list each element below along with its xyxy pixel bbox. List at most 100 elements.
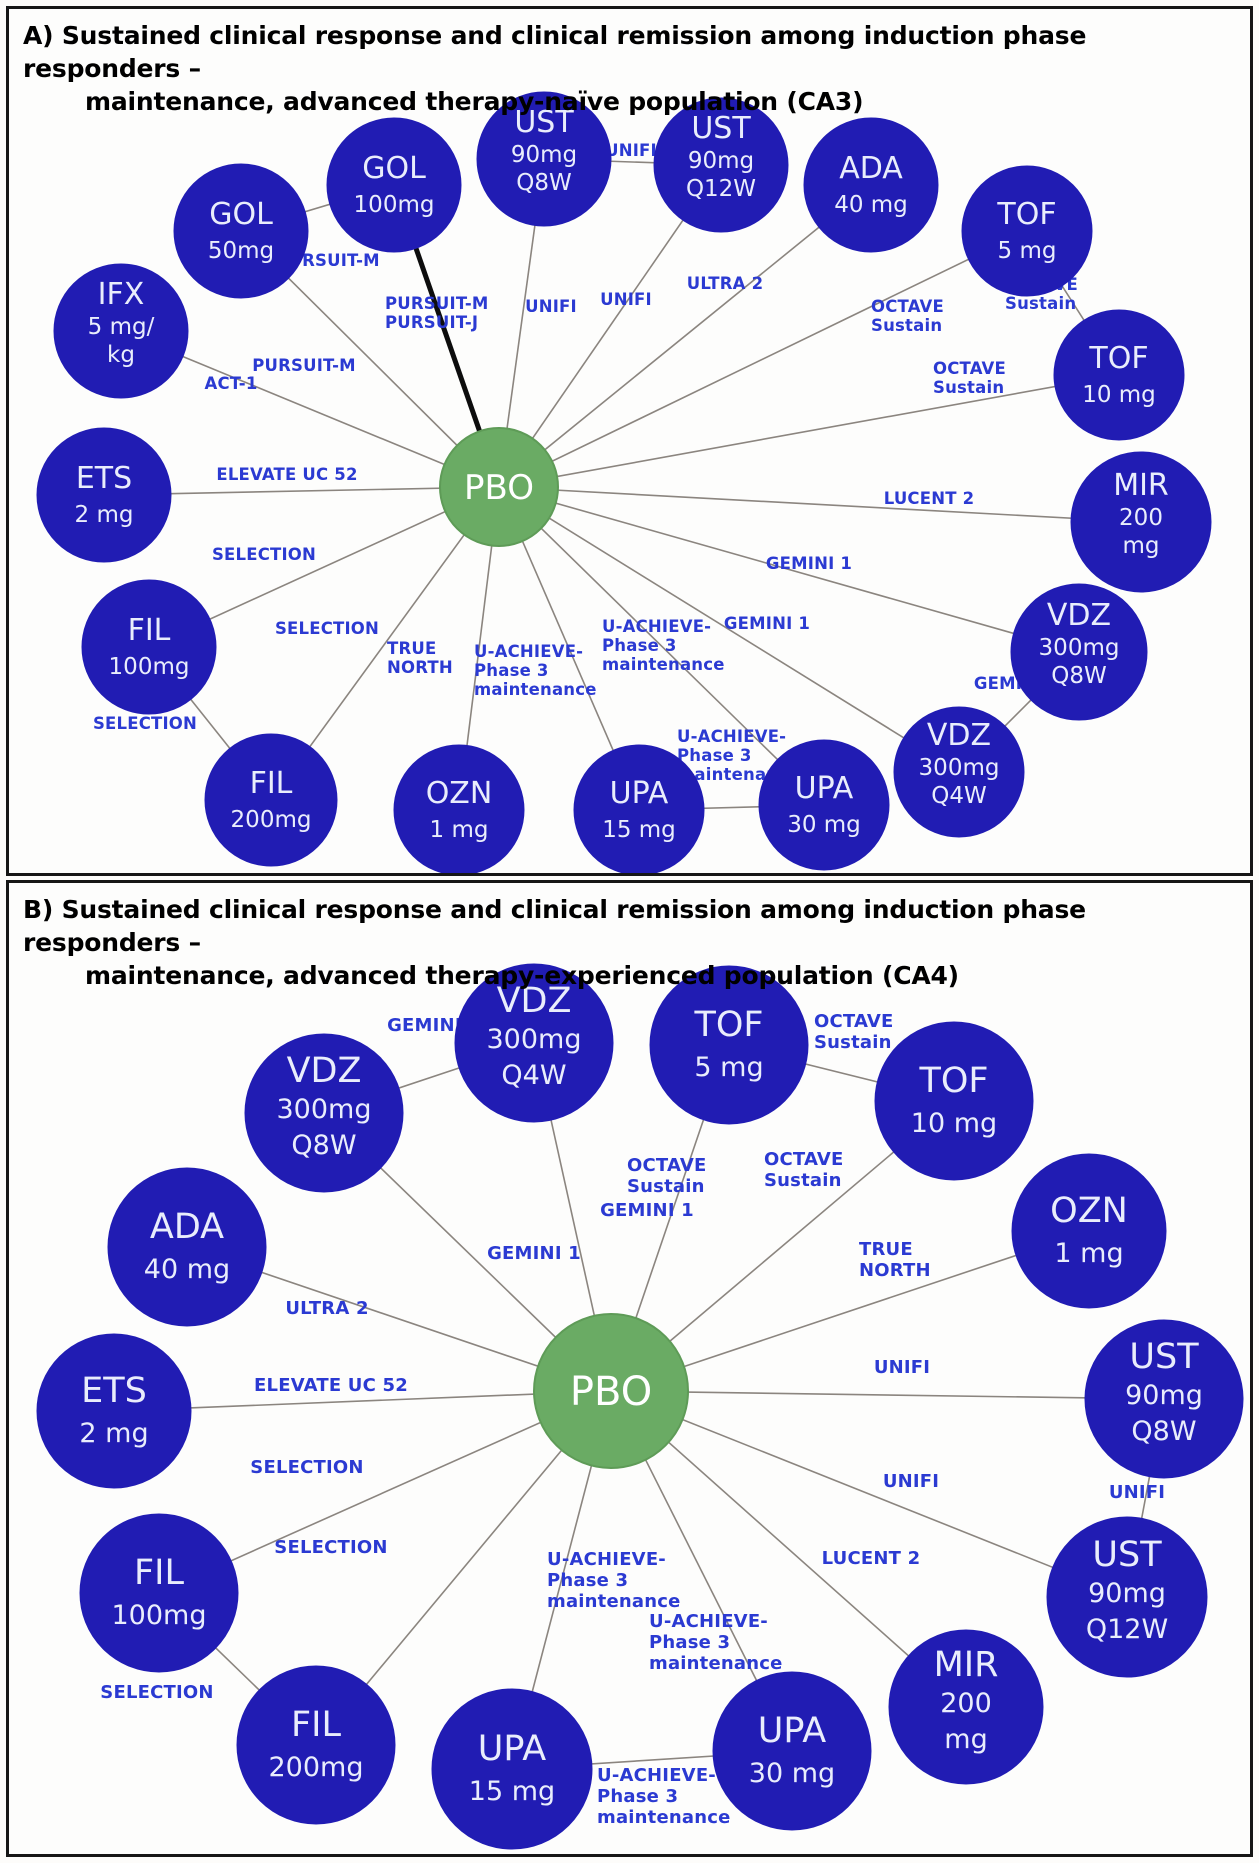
edge-label-selection: SELECTION <box>212 545 316 564</box>
edge-label-pursuit-m: PURSUIT-M <box>252 356 356 375</box>
edge-label-selection: SELECTION <box>274 1537 387 1558</box>
drug-node-tof10 <box>874 1021 1034 1181</box>
drug-node-ustq8w <box>476 91 612 227</box>
drug-node-ada <box>107 1167 267 1327</box>
edge-label-selection: SELECTION <box>100 1682 213 1703</box>
drug-node-ozn <box>393 744 525 873</box>
edge-pbo-vdzq8w <box>498 486 1080 653</box>
edge-label-unifi: UNIFI <box>883 1471 939 1492</box>
drug-node-upa15 <box>431 1688 593 1850</box>
drug-node-vdzq8w <box>1010 583 1148 721</box>
drug-node-ada <box>803 117 939 253</box>
edge-label-gemini-1: GEMINI 1 <box>724 614 810 633</box>
drug-node-tof10 <box>1053 309 1185 441</box>
drug-node-gol100 <box>326 117 462 253</box>
edge-pbo-ustq8w <box>610 1390 1165 1400</box>
edge-pbo-ustq12w <box>610 1390 1128 1598</box>
edge-pbo-ifx <box>120 330 500 488</box>
drug-node-vdzq4w <box>454 963 614 1123</box>
drug-node-ets <box>36 427 172 563</box>
edge-pbo-mir <box>498 486 1142 523</box>
edge-label-selection: SELECTION <box>93 714 197 733</box>
edge-label-unifi: UNIFI <box>605 141 657 160</box>
drug-node-upa30 <box>712 1671 872 1831</box>
drug-node-tof5 <box>649 965 809 1125</box>
edge-pbo-vdzq4w <box>498 486 960 773</box>
edge-pbo-fil100 <box>158 1390 612 1594</box>
drug-node-ozn <box>1011 1153 1167 1309</box>
panel-b: B) Sustained clinical response and clini… <box>6 880 1253 1857</box>
edge-label-ultra-2: ULTRA 2 <box>285 1298 368 1319</box>
edge-label-selection: SELECTION <box>250 1457 363 1478</box>
drug-node-mir <box>1070 451 1212 593</box>
edge-label-gemini-1: GEMINI 1 <box>487 1243 581 1264</box>
panel-a: A) Sustained clinical response and clini… <box>6 6 1253 876</box>
edge-label-unifi: UNIFI <box>600 290 652 309</box>
edge-label-lucent-2: LUCENT 2 <box>822 1548 921 1569</box>
drug-node-ustq8w <box>1084 1319 1244 1479</box>
edge-label-gemini-1: GEMINI 1 <box>766 554 852 573</box>
drug-node-ifx <box>53 263 189 399</box>
edge-pbo-ada <box>498 184 872 488</box>
edge-pbo-upa30 <box>498 486 825 806</box>
edge-label-lucent-2: LUCENT 2 <box>884 489 975 508</box>
edge-pbo-mir <box>610 1390 967 1708</box>
drug-node-fil200 <box>236 1665 396 1825</box>
drug-node-tof5 <box>961 165 1093 297</box>
drug-node-gol50 <box>173 163 309 299</box>
edge-label-unifi: UNIFI <box>525 297 577 316</box>
edge-label-selection: SELECTION <box>275 619 379 638</box>
edge-pbo-tof5 <box>498 230 1028 488</box>
drug-node-vdzq4w <box>893 706 1025 838</box>
drug-node-ustq12w <box>1046 1516 1208 1678</box>
edge-label-ultra-2: ULTRA 2 <box>687 274 764 293</box>
drug-node-upa30 <box>758 739 890 871</box>
drug-node-ustq12w <box>653 97 789 233</box>
edge-label-elevate-uc-52: ELEVATE UC 52 <box>216 465 357 484</box>
edge-pbo-ets <box>113 1390 612 1412</box>
drug-node-vdzq8w <box>244 1033 404 1193</box>
drug-node-fil200 <box>204 733 338 867</box>
edge-label-unifi: UNIFI <box>874 1357 930 1378</box>
